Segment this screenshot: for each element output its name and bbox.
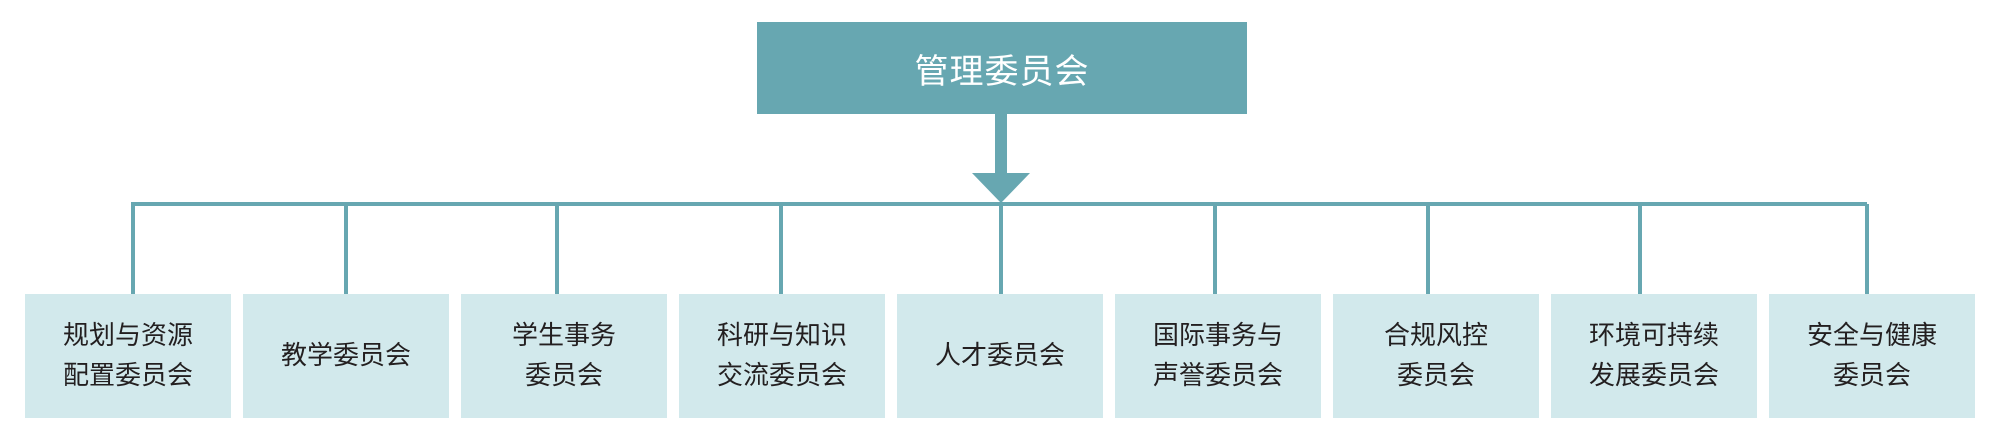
child-node-label: 人才委员会 xyxy=(934,341,1065,371)
child-node-international-reputation: 国际事务与 声誉委员会 xyxy=(1115,294,1321,418)
child-node-label: 学生事务 委员会 xyxy=(511,321,616,391)
child-node-talent: 人才委员会 xyxy=(897,294,1103,418)
child-node-research-knowledge: 科研与知识 交流委员会 xyxy=(679,294,885,418)
root-node: 管理委员会 xyxy=(757,22,1247,114)
child-node-student-affairs: 学生事务 委员会 xyxy=(461,294,667,418)
child-node-label: 合规风控 委员会 xyxy=(1383,321,1488,391)
child-node-planning-resources: 规划与资源 配置委员会 xyxy=(25,294,231,418)
child-node-compliance-risk: 合规风控 委员会 xyxy=(1333,294,1539,418)
root-node-label: 管理委员会 xyxy=(914,51,1090,92)
down-arrow-icon xyxy=(972,173,1030,203)
child-node-environment-sustainability: 环境可持续 发展委员会 xyxy=(1551,294,1757,418)
child-node-label: 安全与健康 委员会 xyxy=(1806,321,1937,391)
child-node-teaching: 教学委员会 xyxy=(243,294,449,418)
child-node-label: 教学委员会 xyxy=(280,341,411,371)
child-node-label: 科研与知识 交流委员会 xyxy=(716,321,847,391)
child-node-label: 环境可持续 发展委员会 xyxy=(1588,321,1719,391)
child-node-label: 规划与资源 配置委员会 xyxy=(62,321,193,391)
child-nodes-row: 规划与资源 配置委员会 教学委员会 学生事务 委员会 科研与知识 交流委员会 人… xyxy=(0,294,2000,418)
child-node-label: 国际事务与 声誉委员会 xyxy=(1152,321,1283,391)
child-node-safety-health: 安全与健康 委员会 xyxy=(1769,294,1975,418)
